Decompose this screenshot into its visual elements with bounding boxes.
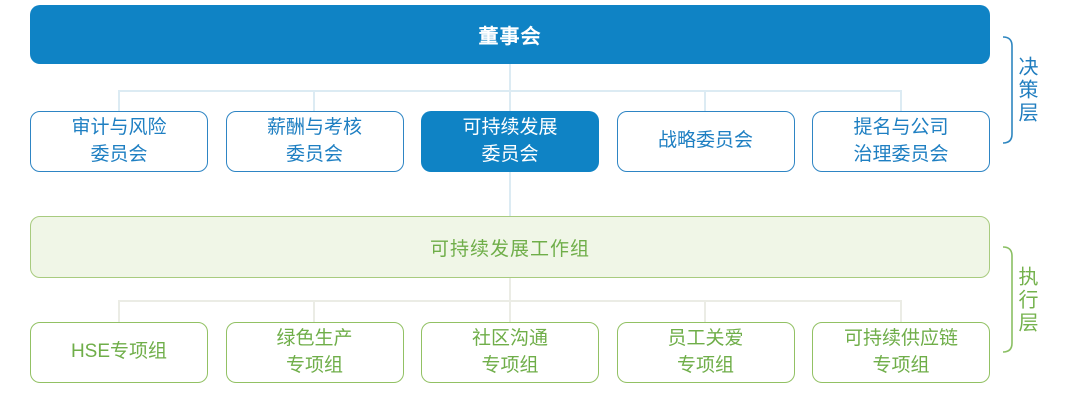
connector-stub-committee-3 xyxy=(509,92,511,111)
execution-layer-label: 执行层 xyxy=(1015,266,1037,335)
working-group-label: 可持续发展工作组 xyxy=(429,238,590,260)
committee-node-audit-risk: 审计与风险 委员会 xyxy=(30,111,208,172)
task-group-row: HSE专项组 绿色生产 专项组 社区沟通 专项组 员工关爱 专项组 可持续供应链… xyxy=(30,322,990,383)
board-node: 董事会 xyxy=(30,5,990,64)
connector-stub-group-5 xyxy=(900,302,902,322)
connector-stub-committee-1 xyxy=(118,92,120,111)
connector-stub-committee-2 xyxy=(313,92,315,111)
committee-node-nomination-governance: 提名与公司 治理委员会 xyxy=(812,111,990,172)
task-group-label: 员工关爱 专项组 xyxy=(667,327,744,376)
connector-stub-group-2 xyxy=(313,302,315,322)
task-group-label: 绿色生产 专项组 xyxy=(276,327,353,376)
task-group-label: 社区沟通 专项组 xyxy=(471,327,548,376)
connector-board-trunk xyxy=(509,64,511,91)
connector-groups-hline xyxy=(118,300,902,302)
committee-node-compensation: 薪酬与考核 委员会 xyxy=(225,111,404,172)
task-group-node-green-production: 绿色生产 专项组 xyxy=(225,322,404,383)
task-group-node-hse: HSE专项组 xyxy=(30,322,208,383)
task-group-label: 可持续供应链 专项组 xyxy=(843,327,958,376)
connector-stub-group-1 xyxy=(118,302,120,322)
connector-stub-committee-5 xyxy=(900,92,902,111)
execution-layer-bracket xyxy=(1002,246,1013,353)
decision-layer-bracket xyxy=(1002,36,1013,144)
connector-stub-group-3 xyxy=(509,302,511,322)
committee-label: 薪酬与考核 委员会 xyxy=(266,116,362,165)
committee-label: 战略委员会 xyxy=(657,130,753,152)
committee-node-sustainability: 可持续发展 委员会 xyxy=(421,111,599,172)
task-group-node-employee-care: 员工关爱 专项组 xyxy=(616,322,795,383)
working-group-node: 可持续发展工作组 xyxy=(30,216,990,278)
connector-stub-group-4 xyxy=(704,302,706,322)
connector-stub-committee-4 xyxy=(704,92,706,111)
committee-row: 审计与风险 委员会 薪酬与考核 委员会 可持续发展 委员会 战略委员会 提名与公… xyxy=(30,111,990,172)
connector-committees-hline xyxy=(118,90,902,92)
task-group-node-community: 社区沟通 专项组 xyxy=(421,322,599,383)
committee-label: 可持续发展 委员会 xyxy=(462,116,558,165)
committee-label: 审计与风险 委员会 xyxy=(71,116,167,165)
committee-label: 提名与公司 治理委员会 xyxy=(853,116,949,165)
decision-layer-label: 决策层 xyxy=(1015,56,1037,125)
task-group-node-supply-chain: 可持续供应链 专项组 xyxy=(812,322,990,383)
board-label: 董事会 xyxy=(478,26,542,48)
committee-node-strategy: 战略委员会 xyxy=(616,111,795,172)
connector-workgroup-trunk xyxy=(509,278,511,301)
connector-committee-to-workgroup xyxy=(509,172,511,216)
task-group-label: HSE专项组 xyxy=(70,341,168,363)
